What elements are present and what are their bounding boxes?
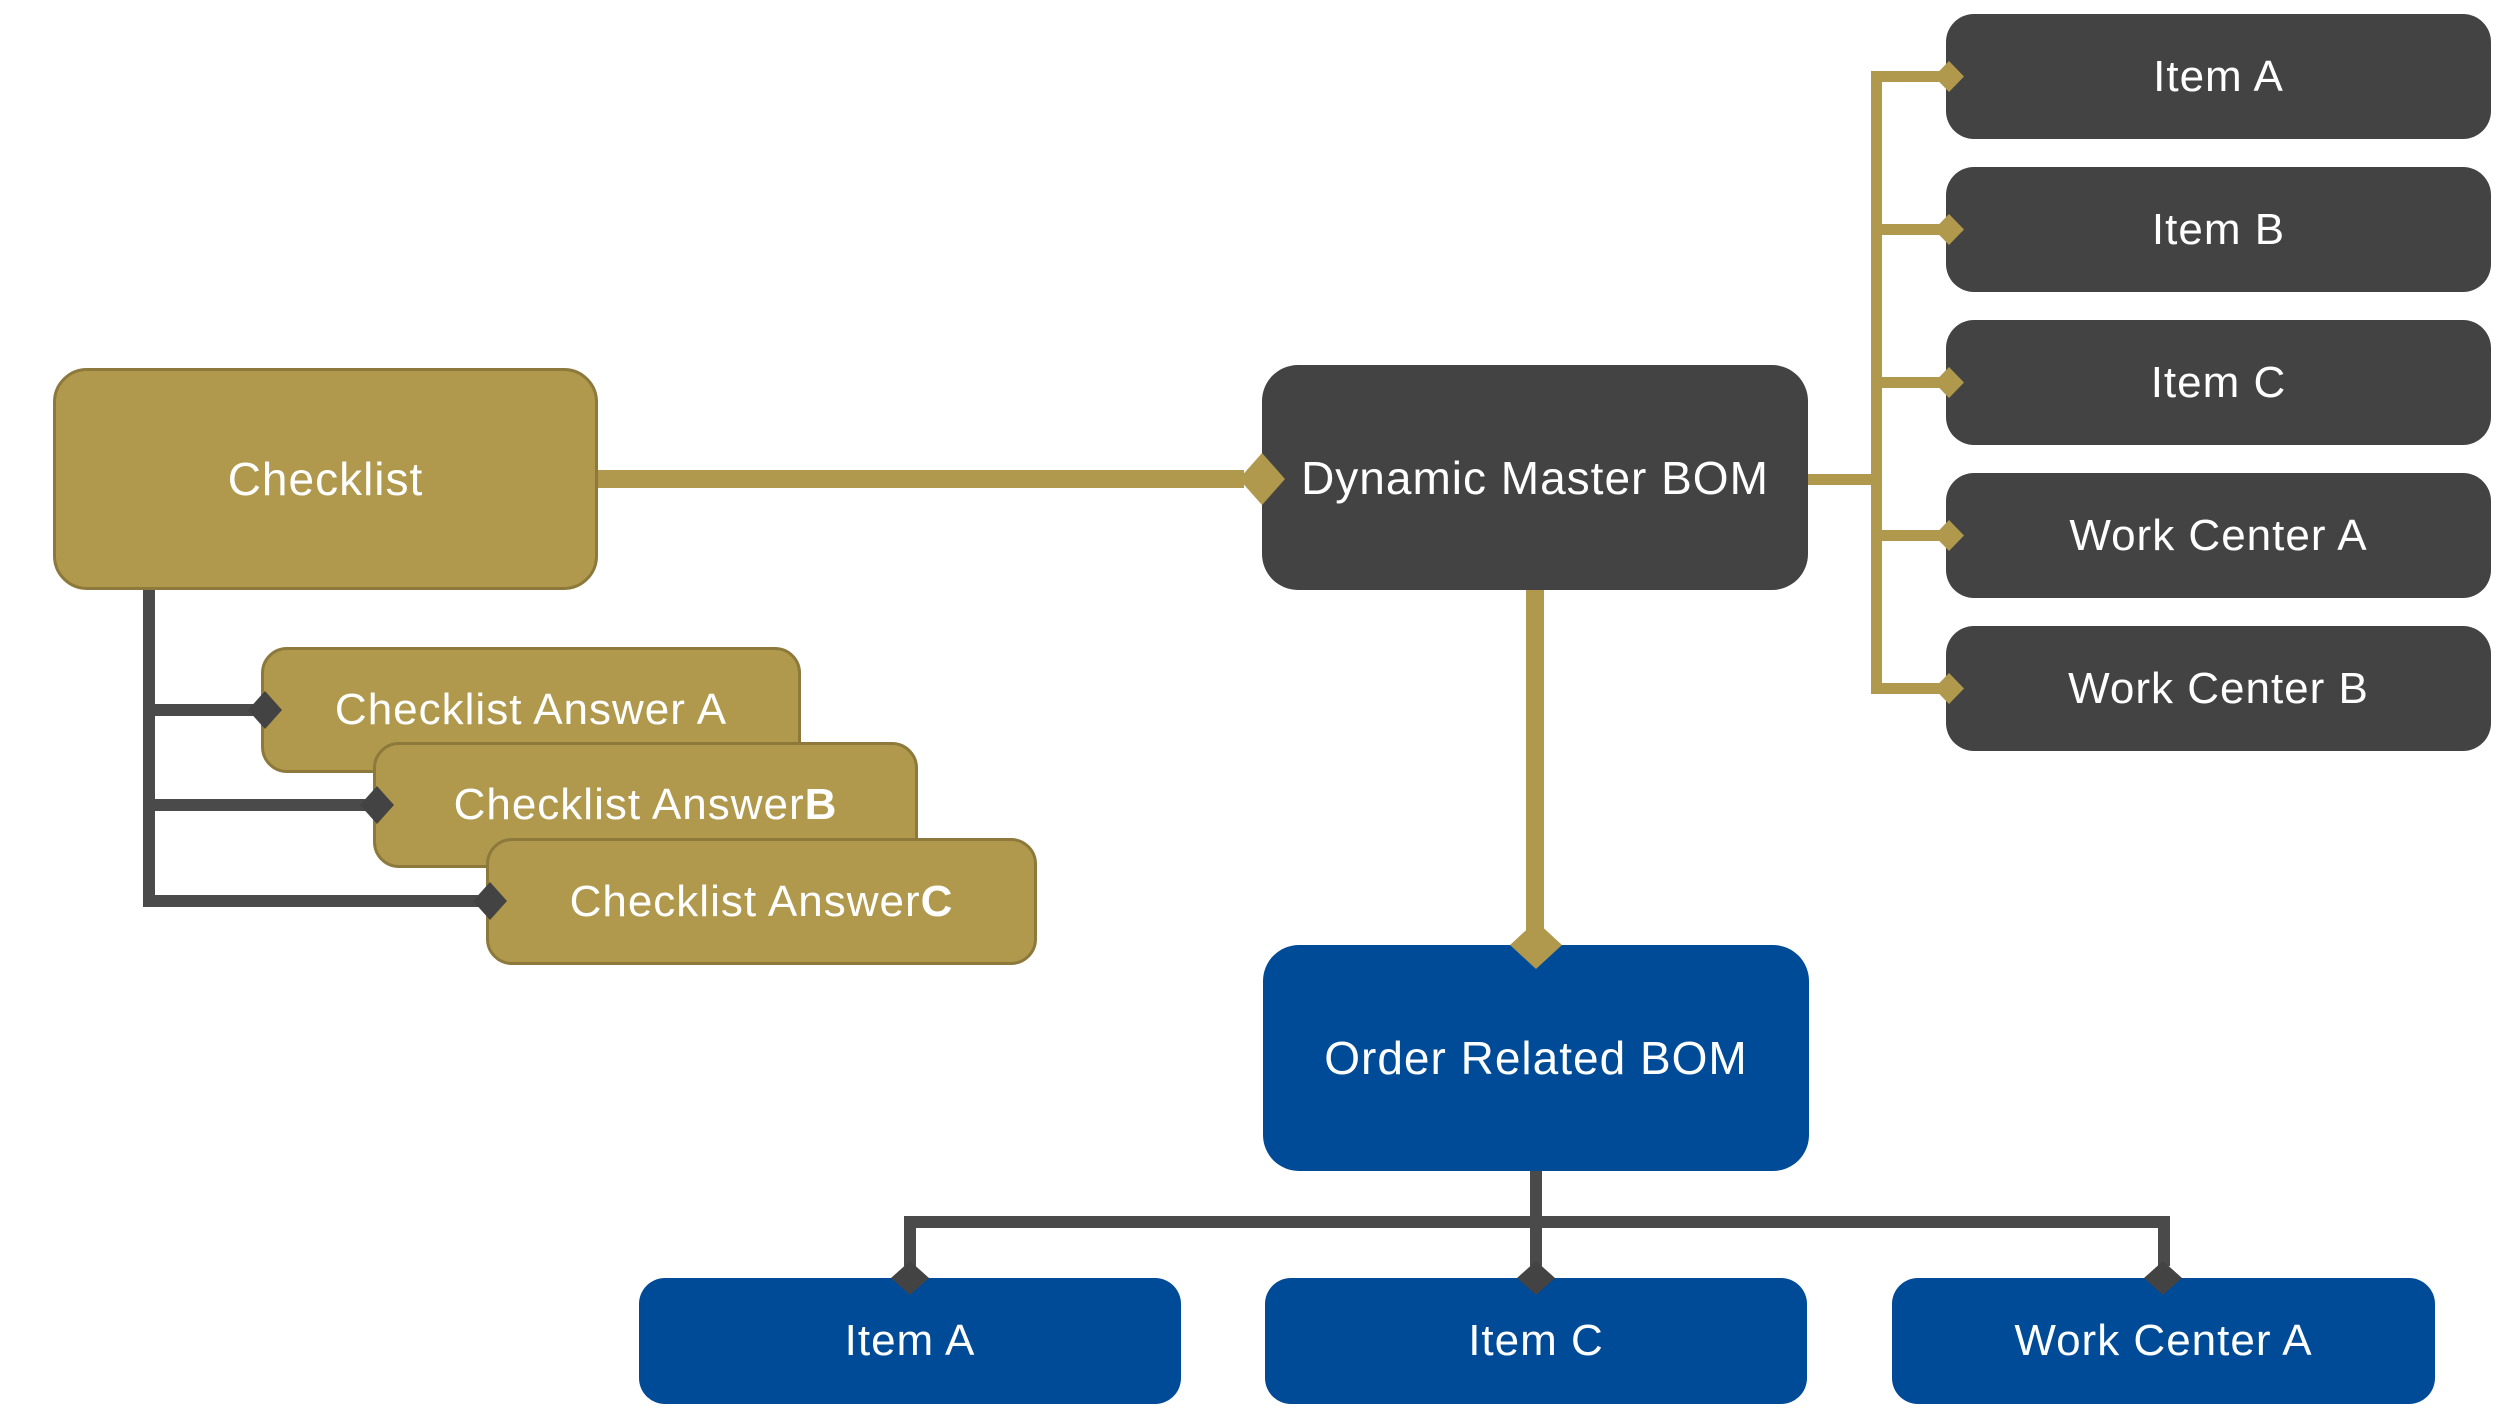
- drop-item-a-order-connector: [904, 1222, 916, 1266]
- branch-answer-b-connector: [143, 799, 370, 811]
- work-center-a-order-node: Work Center A: [1892, 1278, 2435, 1404]
- arrow-item-c-order-diamond-icon: [1517, 1261, 1555, 1295]
- item-a-master-node: Item A: [1946, 14, 2491, 139]
- work-center-b-master-node: Work Center B: [1946, 626, 2491, 751]
- item-c-order-label: Item C: [1468, 1316, 1604, 1365]
- item-c-master-label: Item C: [2150, 357, 2287, 407]
- arrow-item-a-master-diamond-icon: [1934, 61, 1964, 92]
- checklist-label: Checklist: [227, 453, 424, 505]
- branch-wca-connector: [1876, 530, 1949, 541]
- checklist-to-dmb-connector: [598, 470, 1244, 488]
- branch-answer-a-connector: [143, 704, 258, 716]
- arrow-wcb-master-diamond-icon: [1934, 673, 1964, 704]
- checklist-answer-c-node: Checklist Answer C: [486, 838, 1037, 965]
- dynamic-master-bom-label: Dynamic Master BOM: [1301, 451, 1769, 504]
- checklist-node: Checklist: [53, 368, 598, 590]
- branch-item-a-connector: [1876, 71, 1949, 82]
- arrow-answer-c-diamond-icon: [473, 882, 507, 920]
- arrow-item-a-order-diamond-icon: [891, 1261, 929, 1295]
- item-a-master-label: Item A: [2153, 51, 2284, 101]
- item-a-order-node: Item A: [639, 1278, 1181, 1404]
- branch-item-b-connector: [1876, 224, 1949, 235]
- drop-item-c-order-connector: [1530, 1222, 1542, 1266]
- arrow-item-c-master-diamond-icon: [1934, 367, 1964, 398]
- work-center-b-master-label: Work Center B: [2068, 663, 2369, 713]
- arrow-wca-master-diamond-icon: [1934, 520, 1964, 551]
- checklist-answer-c-label-suffix: C: [920, 876, 954, 926]
- item-a-order-label: Item A: [844, 1316, 976, 1365]
- checklist-answer-b-label-suffix: B: [804, 780, 838, 829]
- order-related-bom-node: Order Related BOM: [1263, 945, 1809, 1171]
- checklist-answer-a-label: Checklist Answer A: [334, 685, 728, 734]
- work-center-a-master-node: Work Center A: [1946, 473, 2491, 598]
- branch-wcb-connector: [1876, 683, 1949, 694]
- arrow-answer-a-diamond-icon: [248, 691, 282, 729]
- dmb-to-trunk-connector: [1808, 474, 1876, 485]
- work-center-a-order-label: Work Center A: [2014, 1316, 2313, 1365]
- branch-item-c-connector: [1876, 377, 1949, 388]
- arrow-wca-order-diamond-icon: [2144, 1261, 2182, 1295]
- work-center-a-master-label: Work Center A: [2069, 510, 2368, 560]
- branch-answer-c-connector: [143, 895, 483, 907]
- arrow-item-b-master-diamond-icon: [1934, 214, 1964, 245]
- checklist-drop-connector: [143, 590, 155, 907]
- item-c-order-node: Item C: [1265, 1278, 1807, 1404]
- dmb-to-orb-connector: [1526, 590, 1544, 930]
- checklist-answer-c-label: Checklist Answer: [569, 876, 921, 926]
- checklist-answer-b-label: Checklist Answer: [453, 780, 805, 829]
- order-related-bom-label: Order Related BOM: [1324, 1032, 1748, 1084]
- item-c-master-node: Item C: [1946, 320, 2491, 445]
- item-b-master-node: Item B: [1946, 167, 2491, 292]
- arrow-into-dmb-diamond-icon: [1239, 453, 1285, 505]
- orb-drop-connector: [1530, 1171, 1542, 1222]
- drop-wca-order-connector: [2158, 1222, 2170, 1266]
- arrow-answer-b-diamond-icon: [360, 786, 394, 824]
- dynamic-master-bom-node: Dynamic Master BOM: [1262, 365, 1808, 590]
- arrow-into-orb-diamond-icon: [1510, 921, 1562, 969]
- item-b-master-label: Item B: [2151, 204, 2286, 254]
